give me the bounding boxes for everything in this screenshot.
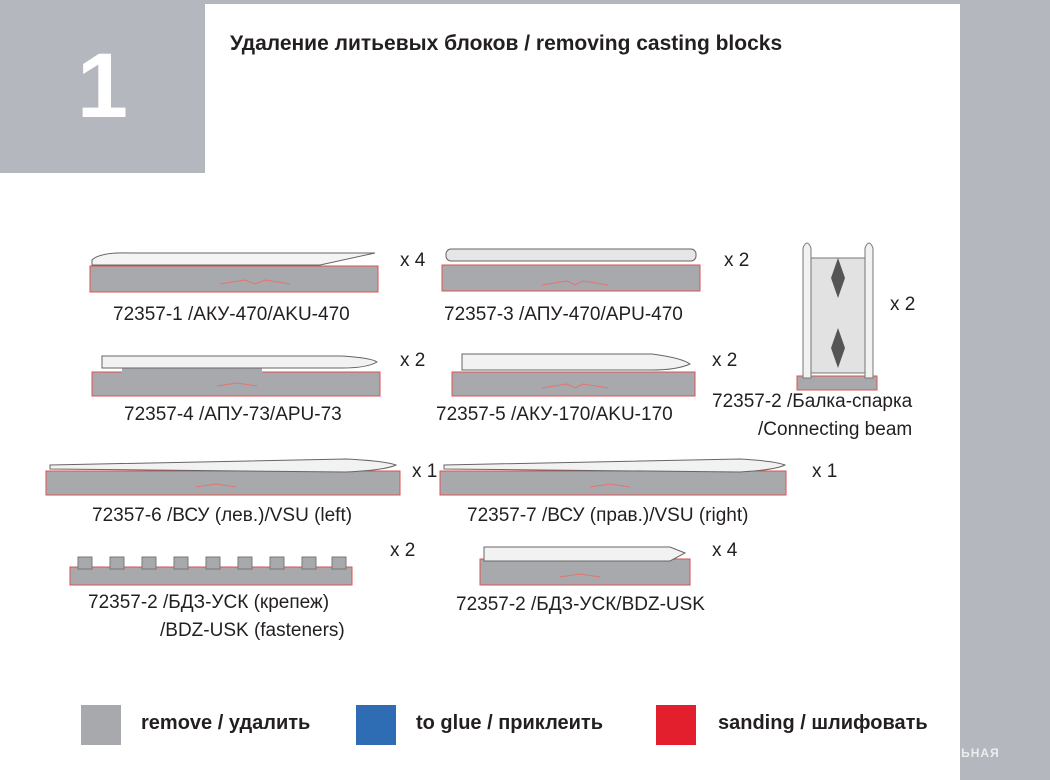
legend-label-remove: remove / удалить — [141, 712, 311, 734]
step-title: Удаление литьевых блоков / removing cast… — [230, 32, 783, 55]
watermark-line1: МОДЕЛЬНАЯ — [912, 746, 1000, 760]
part-quantity: x 1 — [412, 461, 438, 482]
part-label: 72357-2 /БДЗ-УСК (крепеж) — [88, 592, 330, 613]
part-label: 72357-7 /ВСУ (прав.)/VSU (right) — [467, 505, 749, 526]
top-border — [0, 0, 960, 4]
legend-swatch-sanding — [656, 705, 696, 745]
part-label: 72357-2 /БДЗ-УСК/BDZ-USK — [456, 594, 705, 615]
legend-label-sanding: sanding / шлифовать — [718, 712, 928, 734]
part-label-line2: /Connecting beam — [758, 419, 913, 440]
part-quantity: x 2 — [390, 540, 416, 561]
part-quantity: x 2 — [400, 350, 426, 371]
part-label: 72357-4 /АПУ-73/APU-73 — [124, 404, 342, 425]
part-drawing-aku-170 — [451, 353, 696, 397]
part-drawing-aku-470 — [89, 252, 379, 293]
part-quantity: x 4 — [712, 540, 738, 561]
right-margin-panel — [960, 0, 1050, 780]
legend-swatch-remove — [81, 705, 121, 745]
part-drawing-vsu-right — [439, 458, 787, 496]
part-drawing-apu-73 — [91, 355, 381, 397]
watermark-line2: ЛАВКА — [912, 760, 959, 774]
part-quantity: x 2 — [724, 250, 750, 271]
part-drawing-connecting-beam — [796, 242, 878, 391]
part-label: 72357-2 /Балка-спарка — [712, 391, 913, 412]
step-number-box: 1 — [0, 0, 205, 173]
part-drawing-apu-470 — [441, 248, 701, 292]
part-quantity: x 2 — [712, 350, 738, 371]
part-label-line2: /BDZ-USK (fasteners) — [160, 620, 345, 641]
part-label: 72357-6 /ВСУ (лев.)/VSU (left) — [92, 505, 353, 526]
part-drawing-vsu-left — [45, 458, 401, 496]
part-drawing-bdz-usk-fasteners — [69, 556, 353, 586]
part-label: 72357-5 /АКУ-170/AKU-170 — [436, 404, 673, 425]
part-quantity: x 2 — [890, 294, 916, 315]
part-quantity: x 1 — [812, 461, 838, 482]
part-label: 72357-3 /АПУ-470/APU-470 — [444, 304, 683, 325]
step-number: 1 — [76, 35, 129, 137]
legend-swatch-glue — [356, 705, 396, 745]
legend-label-glue: to glue / приклеить — [416, 712, 604, 734]
part-label: 72357-1 /АКУ-470/AKU-470 — [113, 304, 350, 325]
part-drawing-bdz-usk — [479, 546, 691, 586]
part-quantity: x 4 — [400, 250, 426, 271]
